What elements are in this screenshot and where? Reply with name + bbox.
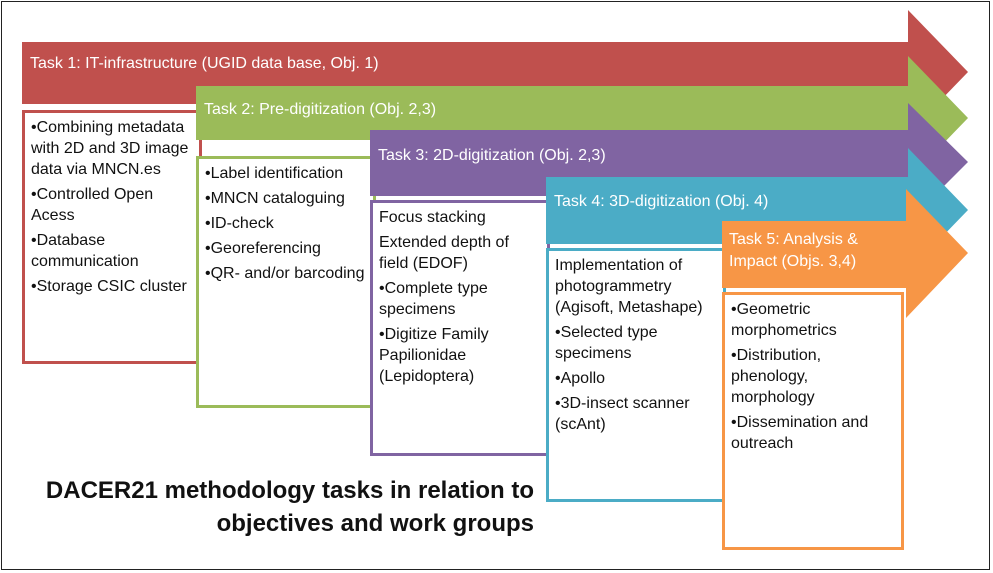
task5-item: •Geometric morphometrics	[731, 301, 837, 339]
diagram-caption: DACER21 methodology tasks in relation to…	[45, 477, 534, 537]
task5-arrow	[722, 189, 968, 318]
task2-item: •ID-check	[205, 215, 274, 232]
task5-item: •Dissemination and outreach	[731, 414, 869, 452]
task4-item: •Selected type specimens	[555, 324, 658, 362]
task2-item: •MNCN cataloguing	[205, 190, 345, 207]
task2-title: Task 2: Pre-digitization (Obj. 2,3)	[204, 101, 437, 118]
task4-item: •3D-insect scanner (scAnt)	[555, 395, 690, 433]
task5-item: •Distribution, phenology, morphology	[731, 347, 822, 406]
task2-item-list: •Label identification •MNCN cataloguing …	[205, 163, 367, 284]
task2-item: •QR- and/or barcoding	[205, 265, 365, 282]
task4-box: Implementation of photogrammetry (Agisof…	[546, 248, 726, 502]
task1-item: •Controlled Open Acess	[31, 186, 154, 224]
task1-title: Task 1: IT-infrastructure (UGID data bas…	[30, 55, 379, 72]
task3-item-list: Focus stacking Extended depth of field (…	[379, 207, 541, 387]
task5-box: •Geometric morphometrics •Distribution, …	[722, 292, 904, 550]
task3-box: Focus stacking Extended depth of field (…	[370, 200, 550, 456]
task4-item: Implementation of photogrammetry (Agisof…	[555, 257, 703, 316]
task3-item: •Digitize Family Papilionidae (Lepidopte…	[379, 326, 489, 385]
task1-item: •Storage CSIC cluster	[31, 278, 187, 295]
task3-item: •Complete type specimens	[379, 280, 488, 318]
task1-item-list: •Combining metadata with 2D and 3D image…	[31, 117, 193, 297]
task4-item-list: Implementation of photogrammetry (Agisof…	[555, 255, 717, 435]
task2-item: •Georeferencing	[205, 240, 321, 257]
task4-title: Task 4: 3D-digitization (Obj. 4)	[554, 193, 769, 210]
task5-item-list: •Geometric morphometrics •Distribution, …	[731, 299, 895, 454]
task1-item: •Combining metadata with 2D and 3D image…	[31, 119, 189, 178]
task3-title: Task 3: 2D-digitization (Obj. 2,3)	[378, 147, 606, 164]
task3-item: Focus stacking	[379, 209, 486, 226]
task2-item: •Label identification	[205, 165, 344, 182]
task1-box: •Combining metadata with 2D and 3D image…	[22, 110, 202, 364]
task4-item: •Apollo	[555, 370, 606, 387]
task2-box: •Label identification •MNCN cataloguing …	[196, 156, 376, 408]
task1-item: •Database communication	[31, 232, 139, 270]
task2-arrow	[196, 56, 968, 180]
task3-item: Extended depth of field (EDOF)	[379, 234, 509, 272]
task5-title: Task 5: Analysis & Impact (Objs. 3,4)	[729, 231, 858, 270]
